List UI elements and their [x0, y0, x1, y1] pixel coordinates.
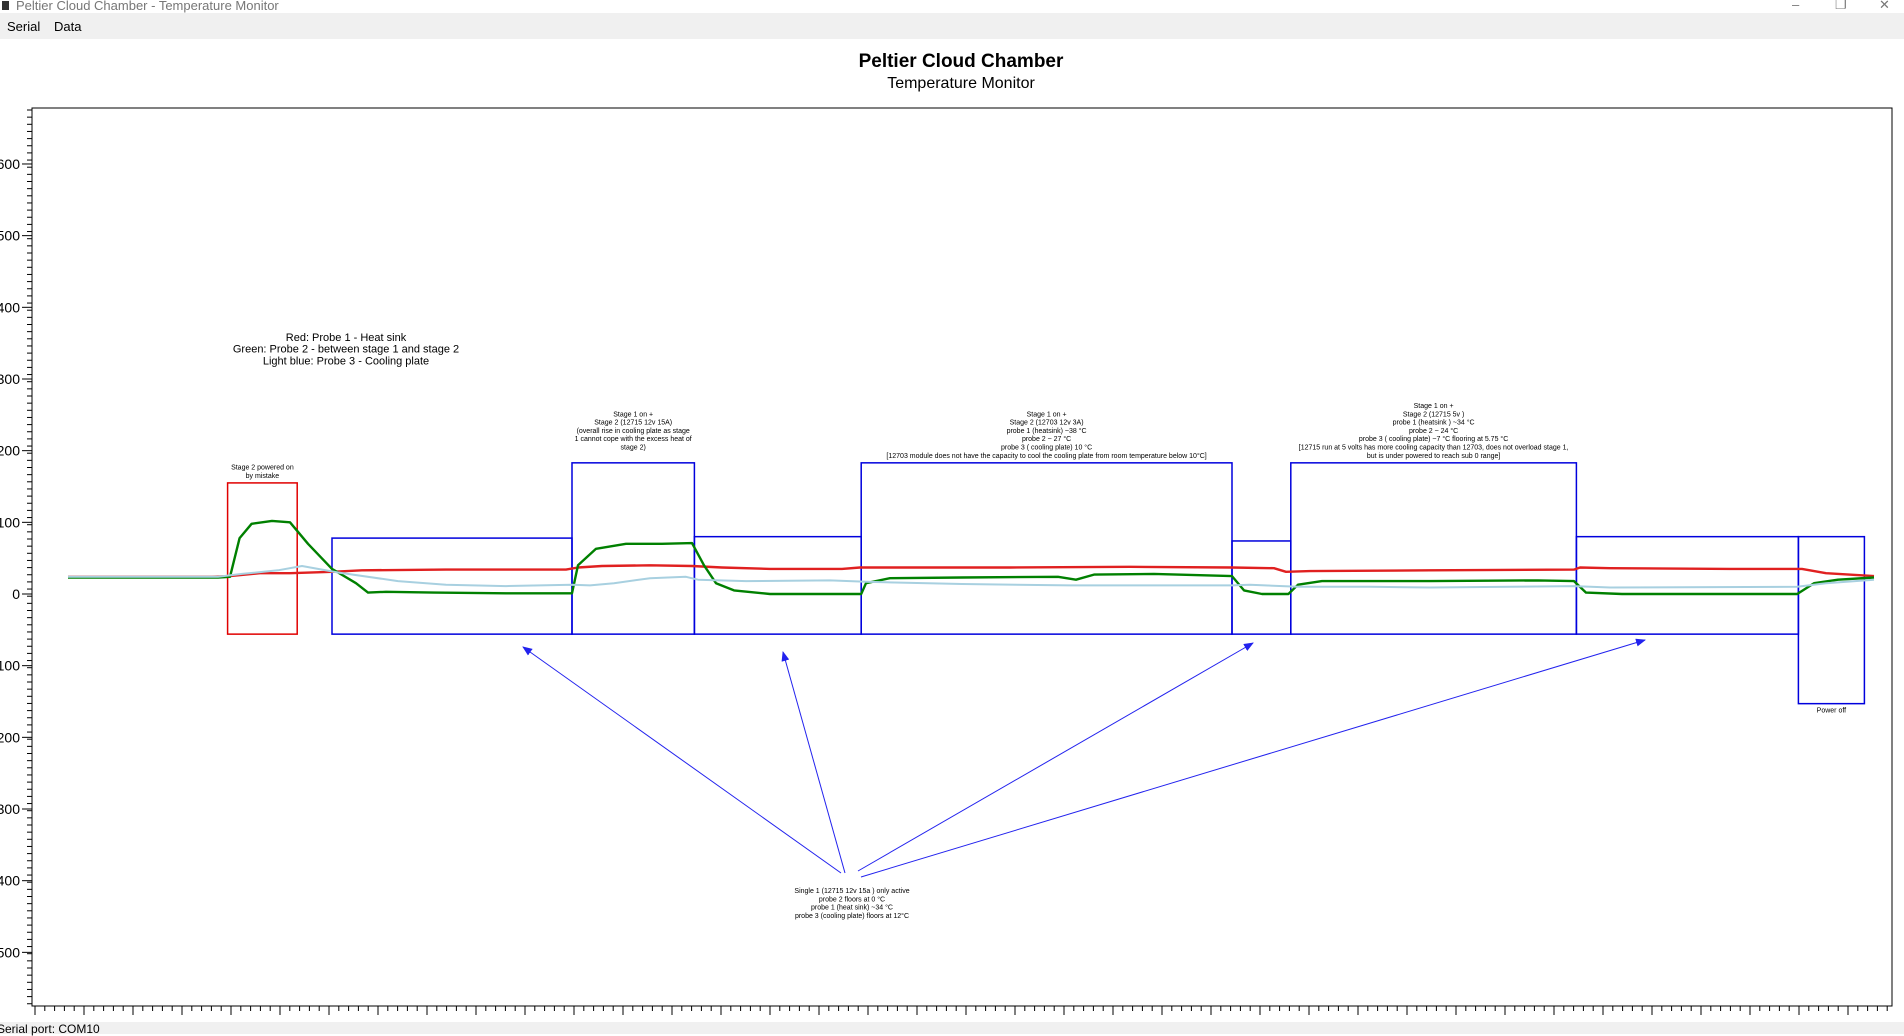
maximize-button[interactable]: ❐: [1835, 0, 1847, 12]
series-line-probe-2: [68, 519, 1875, 596]
close-button[interactable]: ✕: [1879, 0, 1890, 12]
status-text: Serial port: COM10: [0, 1022, 100, 1036]
window-title: Peltier Cloud Chamber - Temperature Moni…: [16, 0, 279, 13]
annotation-label: Stage 1 on +Stage 2 (12715 5v )probe 1 (…: [1299, 403, 1569, 460]
y-tick-label: 400: [0, 873, 20, 889]
annotation-box: [571, 462, 696, 635]
annotation-box: [1575, 535, 1800, 635]
annotation-label: Power off: [1817, 708, 1846, 715]
menu-data[interactable]: Data: [54, 19, 82, 34]
menu-serial[interactable]: Serial: [7, 19, 41, 34]
minimize-button[interactable]: –: [1792, 0, 1800, 12]
y-tick-label: 100: [0, 514, 20, 530]
x-axis: [34, 1006, 1888, 1015]
y-tick-label: 400: [0, 299, 20, 315]
chart-title: Peltier Cloud Chamber: [858, 51, 1064, 72]
annotation-box: [1797, 535, 1866, 705]
annotation-arrow: [857, 642, 1254, 872]
y-tick-label: 600: [0, 156, 20, 172]
series-line-probe-3: [68, 565, 1875, 589]
y-tick-label: 300: [0, 371, 20, 387]
app-icon: [2, 1, 9, 10]
y-tick-label: 500: [0, 944, 20, 960]
y-tick-label: 100: [0, 658, 20, 674]
axes: 500 400 300 200 100 0 100 200 300 400 500 600: [0, 109, 1888, 1015]
plot-frame: [31, 107, 1893, 1007]
annotation-arrows: [522, 638, 1646, 878]
y-tick-label: 200: [0, 443, 20, 459]
series-line-probe-1: [68, 564, 1875, 578]
annotation-arrow: [522, 646, 842, 874]
annotation-box: [860, 462, 1233, 635]
y-axis: 500 400 300 200 100 0 100 200 300 400 500 600: [0, 109, 32, 1005]
series-lines: [68, 519, 1875, 596]
chart-subtitle: Temperature Monitor: [887, 75, 1035, 92]
y-tick-label: 0: [12, 586, 20, 602]
annotation-boxes: [226, 462, 1866, 705]
annotation-arrow: [781, 651, 846, 874]
annotation-label: Stage 1 on +Stage 2 (12703 12v 3A)probe …: [886, 411, 1206, 460]
y-tick-label: 300: [0, 801, 20, 817]
annotation-box: [226, 482, 298, 635]
status-bar: Serial port: COM10: [0, 1022, 1904, 1036]
annotation-label: Stage 1 on +Stage 2 (12715 12v 15A)(over…: [575, 411, 692, 451]
annotation-box: [1290, 462, 1578, 635]
window-titlebar: Peltier Cloud Chamber - Temperature Moni…: [0, 0, 1904, 13]
y-tick-label: 200: [0, 729, 20, 745]
y-tick-label: 500: [0, 228, 20, 244]
menubar: Serial Data: [0, 13, 1904, 39]
annotation-arrow: [860, 638, 1646, 878]
